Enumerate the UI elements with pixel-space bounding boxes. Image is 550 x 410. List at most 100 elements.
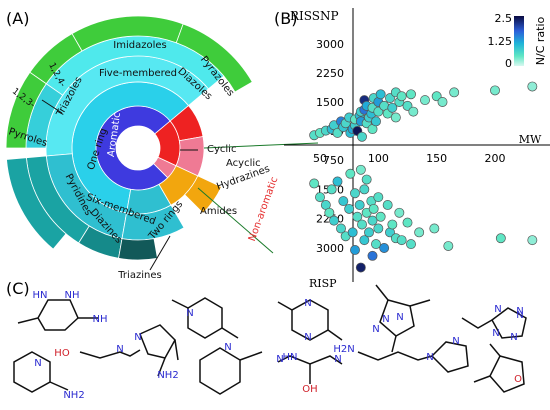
scatter-point-bottom xyxy=(355,164,366,175)
x-tick-label: 200 xyxy=(485,152,506,165)
x-tick-label: 50 xyxy=(313,152,327,165)
colorbar xyxy=(514,16,524,66)
scatter-point-bottom xyxy=(345,168,356,179)
pyridines-outer-segment xyxy=(6,157,67,250)
top-y-axis-label: RISSNP xyxy=(290,9,339,23)
scatter-point-top xyxy=(332,127,343,138)
scatter-point-bottom xyxy=(354,200,365,210)
scatter-point-top xyxy=(527,81,538,92)
molecule-2 xyxy=(79,324,179,377)
atom-label: HN xyxy=(283,352,298,363)
atom-label: NH xyxy=(65,290,80,301)
scatter-point-bottom xyxy=(359,184,370,195)
scatter-point-top xyxy=(373,106,384,117)
scatter-point-top xyxy=(420,95,430,106)
scatter-point-bottom xyxy=(350,188,360,199)
atom-label: N xyxy=(186,308,193,319)
atom-label: N xyxy=(304,298,311,309)
top-y-tick-label: 1500 xyxy=(316,96,344,109)
scatter-point-top xyxy=(390,112,401,123)
scatter-point-top xyxy=(371,116,381,127)
x-tick-label: 100 xyxy=(368,152,389,165)
molecule-11 xyxy=(473,343,525,393)
panel-label-c: (C) xyxy=(6,279,30,298)
molecule-7 xyxy=(13,351,69,393)
molecule-10 xyxy=(357,341,469,373)
molecule-1 xyxy=(17,299,98,331)
atom-label: N xyxy=(304,332,311,343)
scatter-point-bottom xyxy=(495,233,506,244)
colorbar-tick-low: 0 xyxy=(505,57,512,70)
scatter-point-bottom xyxy=(359,235,370,246)
scatter-point-top xyxy=(387,102,398,113)
scatter-point-bottom xyxy=(309,178,320,189)
scatter-point-bottom xyxy=(375,211,386,222)
scatter-point-bottom xyxy=(368,203,379,214)
scatter-point-bottom xyxy=(387,219,398,230)
scatter-point-top xyxy=(490,85,500,96)
atom-label: N xyxy=(134,332,141,343)
scatter-point-bottom xyxy=(326,184,337,195)
sunburst-label-cyclic: Cyclic xyxy=(207,144,236,155)
panel-label-a: (A) xyxy=(6,9,29,28)
molecule-5 xyxy=(375,284,431,353)
scatter-point-bottom xyxy=(371,239,381,250)
scatter-point-top xyxy=(408,106,419,117)
scatter-point-bottom xyxy=(402,217,413,228)
scatter-point-bottom xyxy=(336,223,346,234)
atom-label: N xyxy=(334,354,341,365)
atom-label: N xyxy=(510,332,517,343)
bottom-y-axis-label: RISP xyxy=(309,277,337,290)
colorbar-label: N/C ratio xyxy=(534,16,547,65)
scatter-point-bottom xyxy=(350,245,360,255)
sunburst-center xyxy=(116,126,160,170)
t123-segment xyxy=(5,71,47,149)
atom-label: N xyxy=(492,328,499,339)
scatter-point-top xyxy=(406,89,416,100)
atom-label: O xyxy=(514,374,522,385)
scatter-point-bottom xyxy=(373,192,384,203)
atom-label: HO xyxy=(54,348,70,359)
scatter-point-bottom xyxy=(338,196,349,207)
scatter-point-bottom xyxy=(355,262,366,273)
atom-label: N xyxy=(396,312,403,323)
non-aromatic-divider-bottom xyxy=(197,187,274,254)
pyrazoles-segment xyxy=(175,23,253,93)
t124-segment xyxy=(29,33,83,85)
scatter-point-bottom xyxy=(352,211,363,222)
scatter-point-bottom xyxy=(394,207,405,218)
atom-label: HN xyxy=(33,290,48,301)
scatter-point-bottom xyxy=(347,227,358,238)
atom-label: N xyxy=(516,306,523,317)
sunburst-label-five-membered: Five-membered xyxy=(99,68,177,79)
scatter-point-bottom xyxy=(329,215,339,226)
atom-label: H2N xyxy=(333,344,354,355)
bottom-y-tick-label: 750 xyxy=(323,154,344,167)
scatter-point-bottom xyxy=(324,207,335,218)
scatter-points xyxy=(309,81,538,273)
molecule-8 xyxy=(199,347,263,395)
atom-label: NH2 xyxy=(157,370,178,381)
scatter-point-bottom xyxy=(379,243,390,253)
amides-segment xyxy=(184,175,222,214)
sunburst-label-non-aromatic: Non-aromatic xyxy=(247,175,281,242)
scatter-point-top xyxy=(431,91,442,102)
sunburst-label-imidazoles: Imidazoles xyxy=(113,40,166,51)
molecule-9 xyxy=(277,355,343,384)
scatter-point-top xyxy=(385,93,395,104)
molecule-6 xyxy=(461,307,527,339)
atom-label: N xyxy=(34,358,41,369)
scatter-point-top xyxy=(449,87,460,98)
non-aromatic-divider-top xyxy=(203,142,319,149)
scatter-point-bottom xyxy=(373,223,384,234)
scatter-point-top xyxy=(402,100,413,111)
atom-label: NH2 xyxy=(63,390,84,401)
scatter-point-bottom xyxy=(443,241,454,251)
x-tick-label: 150 xyxy=(426,152,447,165)
scatter-point-bottom xyxy=(364,227,374,238)
scatter-point-bottom xyxy=(527,235,538,246)
scatter-point-bottom xyxy=(367,250,378,261)
sunburst-label-acyclic: Acyclic xyxy=(226,158,261,169)
